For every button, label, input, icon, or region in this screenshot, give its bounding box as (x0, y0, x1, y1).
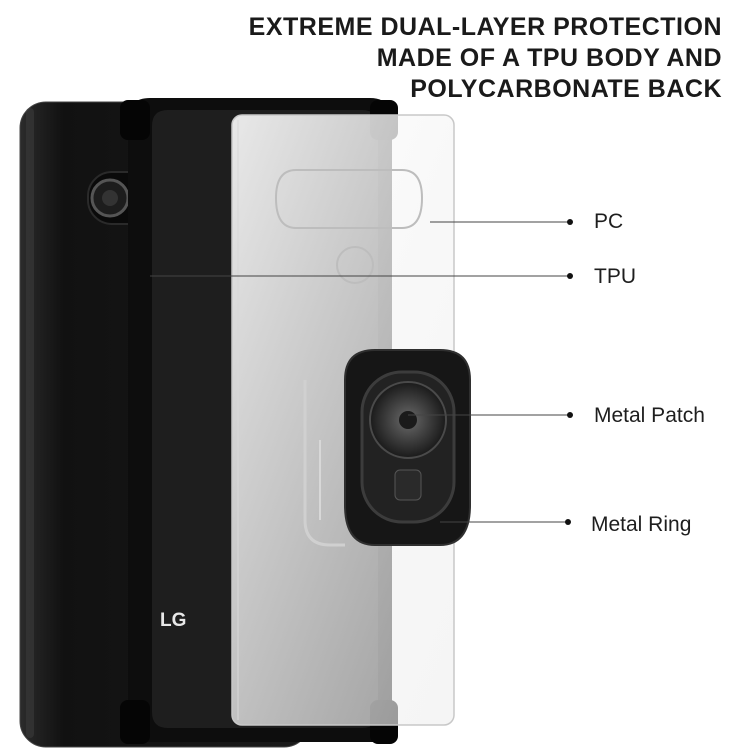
pc-clear-back (231, 114, 455, 726)
lg-logo: LG (160, 610, 186, 632)
headline-line-1: EXTREME DUAL-LAYER PROTECTION (248, 13, 722, 41)
callout-pc: PC (594, 210, 624, 233)
callout-metal-ring: Metal Ring (591, 513, 692, 536)
lg-logo-text: LG (160, 610, 187, 631)
callout-tpu: TPU (594, 265, 636, 288)
ring-holder (344, 349, 471, 546)
headline-line-2: MADE OF A TPU BODY AND (376, 44, 722, 72)
headline: EXTREME DUAL-LAYER PROTECTION MADE OF A … (249, 12, 722, 105)
headline-line-3: POLYCARBONATE BACK (410, 75, 722, 103)
callout-metal-patch: Metal Patch (594, 404, 705, 427)
callout-dots (565, 219, 573, 525)
callout-lines (150, 221, 568, 523)
